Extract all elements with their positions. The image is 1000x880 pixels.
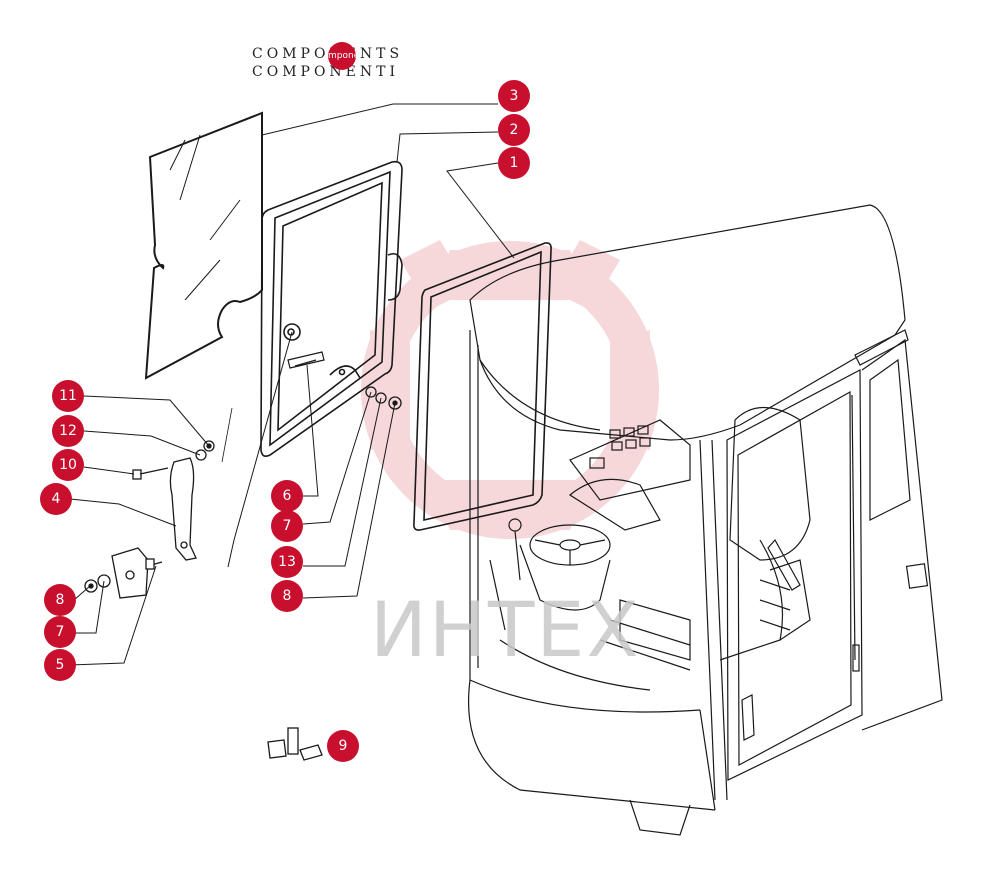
kit-9	[267, 739, 287, 759]
latch-lever-4	[169, 457, 197, 561]
callout-6[interactable]: 6	[271, 480, 303, 512]
callout-1[interactable]: 1	[498, 147, 530, 179]
cab-lower-body	[468, 679, 716, 811]
hardware-parts	[84, 386, 402, 761]
header-line-2: COMPONENTI	[252, 64, 400, 80]
callout-11[interactable]: 11	[52, 380, 84, 412]
callout-7a[interactable]: 7	[271, 510, 303, 542]
washer-12	[195, 449, 207, 461]
leader-lines	[69, 103, 515, 666]
callout-3[interactable]: 3	[498, 80, 530, 112]
callout-4[interactable]: 4	[40, 483, 72, 515]
assembly-axes	[221, 407, 233, 463]
callout-7b[interactable]: 7	[44, 616, 76, 648]
callout-8a[interactable]: 8	[271, 580, 303, 612]
nut-8b	[84, 579, 98, 593]
nut-11	[203, 440, 215, 452]
part-glass-pane	[144, 111, 263, 380]
dash-panel	[569, 419, 691, 501]
bolt-10	[139, 467, 169, 475]
watermark-gear-icon	[361, 240, 659, 539]
windscreen-frame	[469, 330, 701, 713]
part-seal-frame	[413, 242, 552, 531]
cab-roof	[469, 204, 906, 441]
callout-8b[interactable]: 8	[44, 584, 76, 616]
washer-13	[375, 392, 387, 404]
cab-door	[726, 369, 863, 781]
callout-13[interactable]: 13	[271, 546, 303, 578]
bracket	[111, 547, 149, 599]
header-line-1: COMPONENTS	[252, 46, 403, 62]
callout-10[interactable]: 10	[52, 449, 84, 481]
callout-12[interactable]: 12	[52, 415, 84, 447]
watermark-text: ИНТЕХ	[370, 585, 641, 674]
operator-seat	[729, 407, 811, 561]
callout-9[interactable]: 9	[327, 730, 359, 762]
callout-5[interactable]: 5	[44, 649, 76, 681]
cab-body	[468, 204, 943, 836]
part-slot-plate	[287, 351, 325, 369]
callout-2[interactable]: 2	[498, 114, 530, 146]
washer-7b	[97, 574, 111, 588]
hinge-plate	[905, 563, 929, 589]
washer-7a	[365, 386, 377, 398]
nut-8a	[388, 396, 402, 410]
header-stamp-mark: mponents	[328, 42, 356, 70]
door-handle	[741, 694, 755, 741]
